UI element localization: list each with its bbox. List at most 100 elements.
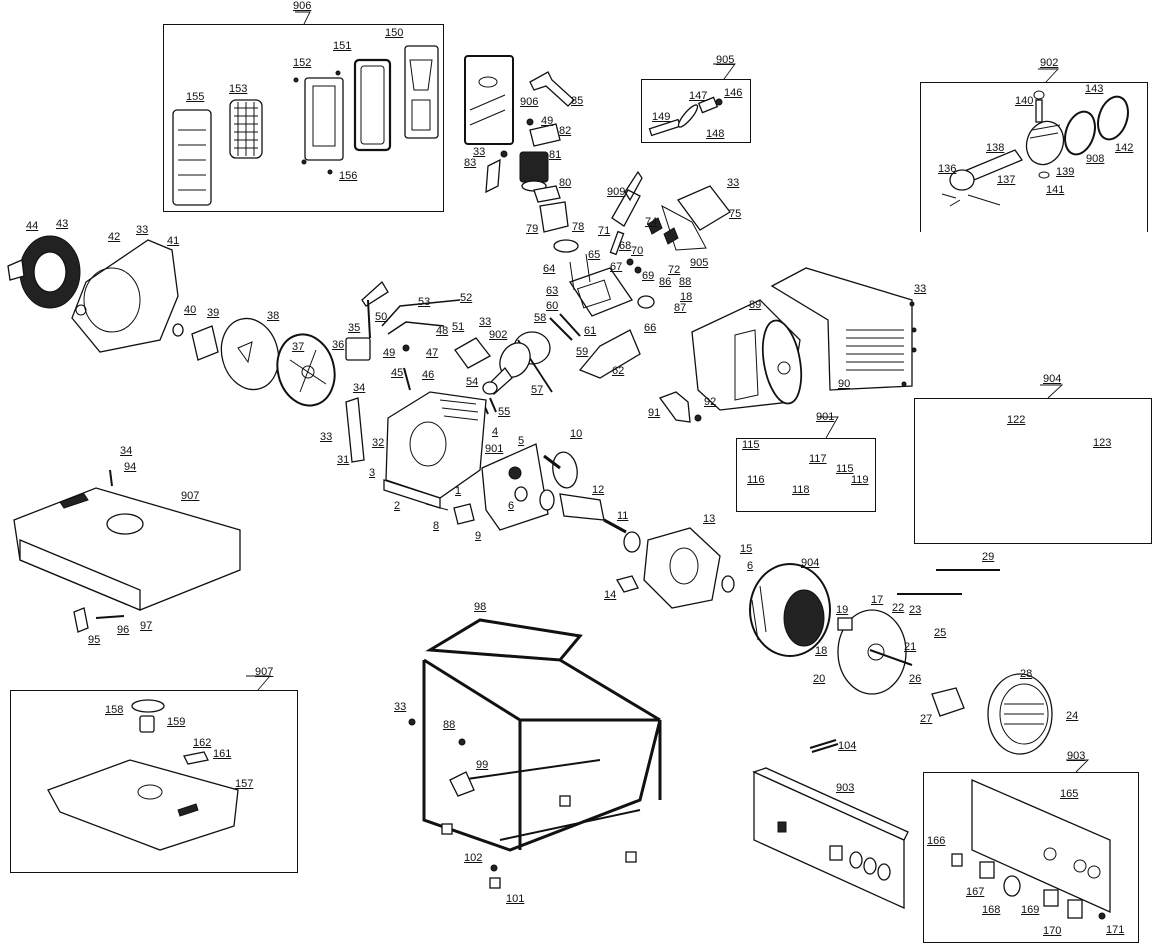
callout-33-fan: 33 [136, 224, 149, 236]
callout-2: 2 [394, 500, 401, 512]
starter-cup-part [191, 325, 219, 361]
callout-20: 20 [813, 673, 826, 685]
callout-140: 140 [1015, 95, 1034, 107]
callout-53: 53 [418, 296, 431, 308]
callout-66: 66 [644, 322, 657, 334]
muffler-bracket-part [658, 391, 691, 423]
group-box-904 [914, 398, 1152, 544]
panel-components-part [951, 779, 1111, 920]
callout-33-cover: 33 [727, 177, 740, 189]
muffler-part [691, 299, 803, 411]
callout-43: 43 [56, 218, 69, 230]
callout-60: 60 [546, 300, 559, 312]
exhaust-gasket-part [637, 295, 655, 309]
callout-104: 104 [838, 740, 857, 752]
callout-153: 153 [229, 83, 248, 95]
callout-34: 34 [353, 382, 366, 394]
callout-115-b: 115 [836, 463, 854, 475]
callout-18-b: 18 [815, 645, 828, 657]
rocker-arms-part [609, 217, 679, 274]
callout-6-b: 6 [747, 560, 754, 572]
callout-118: 118 [792, 484, 810, 496]
callout-13: 13 [703, 513, 716, 525]
callout-65: 65 [588, 249, 601, 261]
group-box-901 [736, 438, 876, 512]
callout-27: 27 [920, 713, 933, 725]
air-filter-base-part [404, 45, 439, 139]
callout-39: 39 [207, 307, 220, 319]
callout-50: 50 [375, 311, 388, 323]
callout-151: 151 [333, 40, 352, 52]
callout-33: 33 [473, 146, 486, 158]
callout-904: 904 [1043, 373, 1062, 385]
callout-21: 21 [904, 641, 917, 653]
rocker-cover-part [676, 185, 731, 231]
callout-8: 8 [433, 520, 440, 532]
callout-902-piston: 902 [489, 329, 508, 341]
callout-64: 64 [543, 263, 556, 275]
callout-78: 78 [572, 221, 585, 233]
callout-169: 169 [1021, 904, 1040, 916]
flywheel-part [220, 317, 280, 391]
cam-follower-part [454, 337, 491, 369]
leader-905 [713, 63, 736, 80]
callout-11: 11 [617, 510, 629, 522]
air-filter-cover-part [172, 109, 212, 206]
callout-85: 85 [571, 95, 584, 107]
callout-32: 32 [372, 437, 385, 449]
callout-146: 146 [724, 87, 743, 99]
callout-35: 35 [348, 322, 361, 334]
callout-22: 22 [892, 602, 905, 614]
callout-72: 72 [668, 264, 681, 276]
callout-156: 156 [339, 170, 358, 182]
avr-part [931, 687, 965, 717]
callout-33-case: 33 [320, 431, 333, 443]
callout-68: 68 [619, 240, 632, 252]
callout-138: 138 [986, 142, 1005, 154]
callout-150: 150 [385, 27, 404, 39]
callout-28: 28 [1020, 668, 1033, 680]
callout-907: 907 [255, 666, 274, 678]
callout-902: 902 [1040, 57, 1059, 69]
crankcase-cover-part [481, 443, 549, 531]
callout-166: 166 [927, 835, 946, 847]
rear-end-bell-part [837, 609, 913, 695]
callout-44: 44 [26, 220, 39, 232]
callout-67: 67 [610, 261, 623, 273]
callout-97: 97 [140, 620, 153, 632]
callout-149: 149 [652, 111, 671, 123]
callout-906-air-filter: 906 [520, 96, 539, 108]
callout-87: 87 [674, 302, 687, 314]
callout-49-linkage: 49 [383, 347, 396, 359]
callout-903-panel: 903 [836, 782, 855, 794]
callout-99: 99 [476, 759, 489, 771]
intake-pipe-part [611, 170, 643, 227]
callout-24: 24 [1066, 710, 1079, 722]
callout-37: 37 [292, 341, 305, 353]
callout-101: 101 [506, 893, 525, 905]
rear-cover-part [987, 673, 1053, 755]
callout-82: 82 [559, 125, 572, 137]
bearing-part [623, 531, 641, 553]
callout-45: 45 [391, 367, 404, 379]
callout-26: 26 [909, 673, 922, 685]
fuel-valve-part [73, 607, 125, 633]
callout-117: 117 [809, 453, 827, 465]
callout-88-frame: 88 [443, 719, 456, 731]
control-panel-part [752, 739, 909, 910]
callout-1: 1 [455, 485, 462, 497]
callout-18: 18 [680, 291, 693, 303]
stator-bracket-part [345, 397, 365, 463]
callout-157: 157 [235, 778, 254, 790]
frame-part [422, 618, 662, 852]
callout-70: 70 [631, 245, 644, 257]
callout-141: 141 [1046, 184, 1065, 196]
callout-909: 909 [607, 186, 626, 198]
group-box-907 [10, 690, 298, 873]
callout-3: 3 [369, 467, 376, 479]
leader-904 [1040, 384, 1064, 399]
callout-80: 80 [559, 177, 572, 189]
callout-29: 29 [982, 551, 995, 563]
tank-components-part [47, 699, 239, 851]
